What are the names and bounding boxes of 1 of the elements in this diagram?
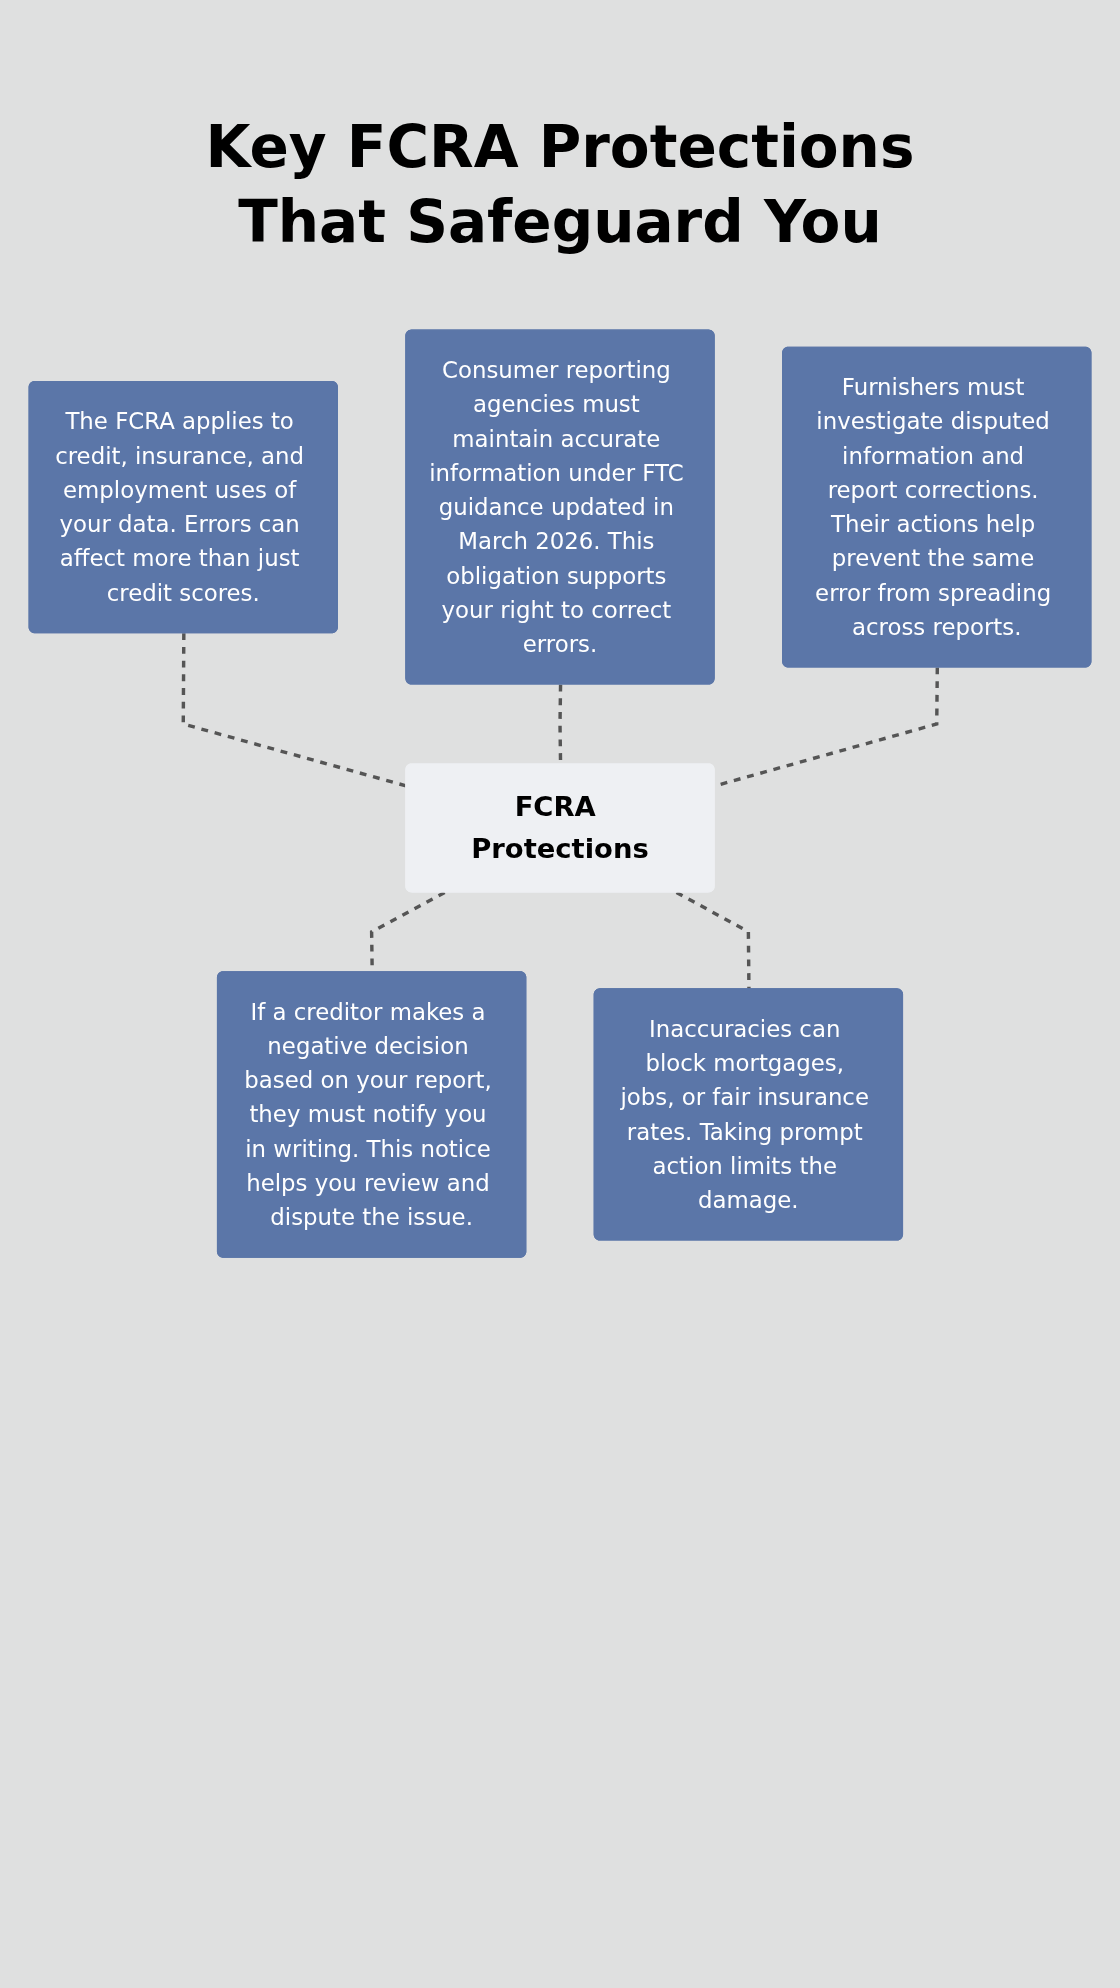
title: Key FCRA Protections That Safeguard You xyxy=(204,112,916,259)
